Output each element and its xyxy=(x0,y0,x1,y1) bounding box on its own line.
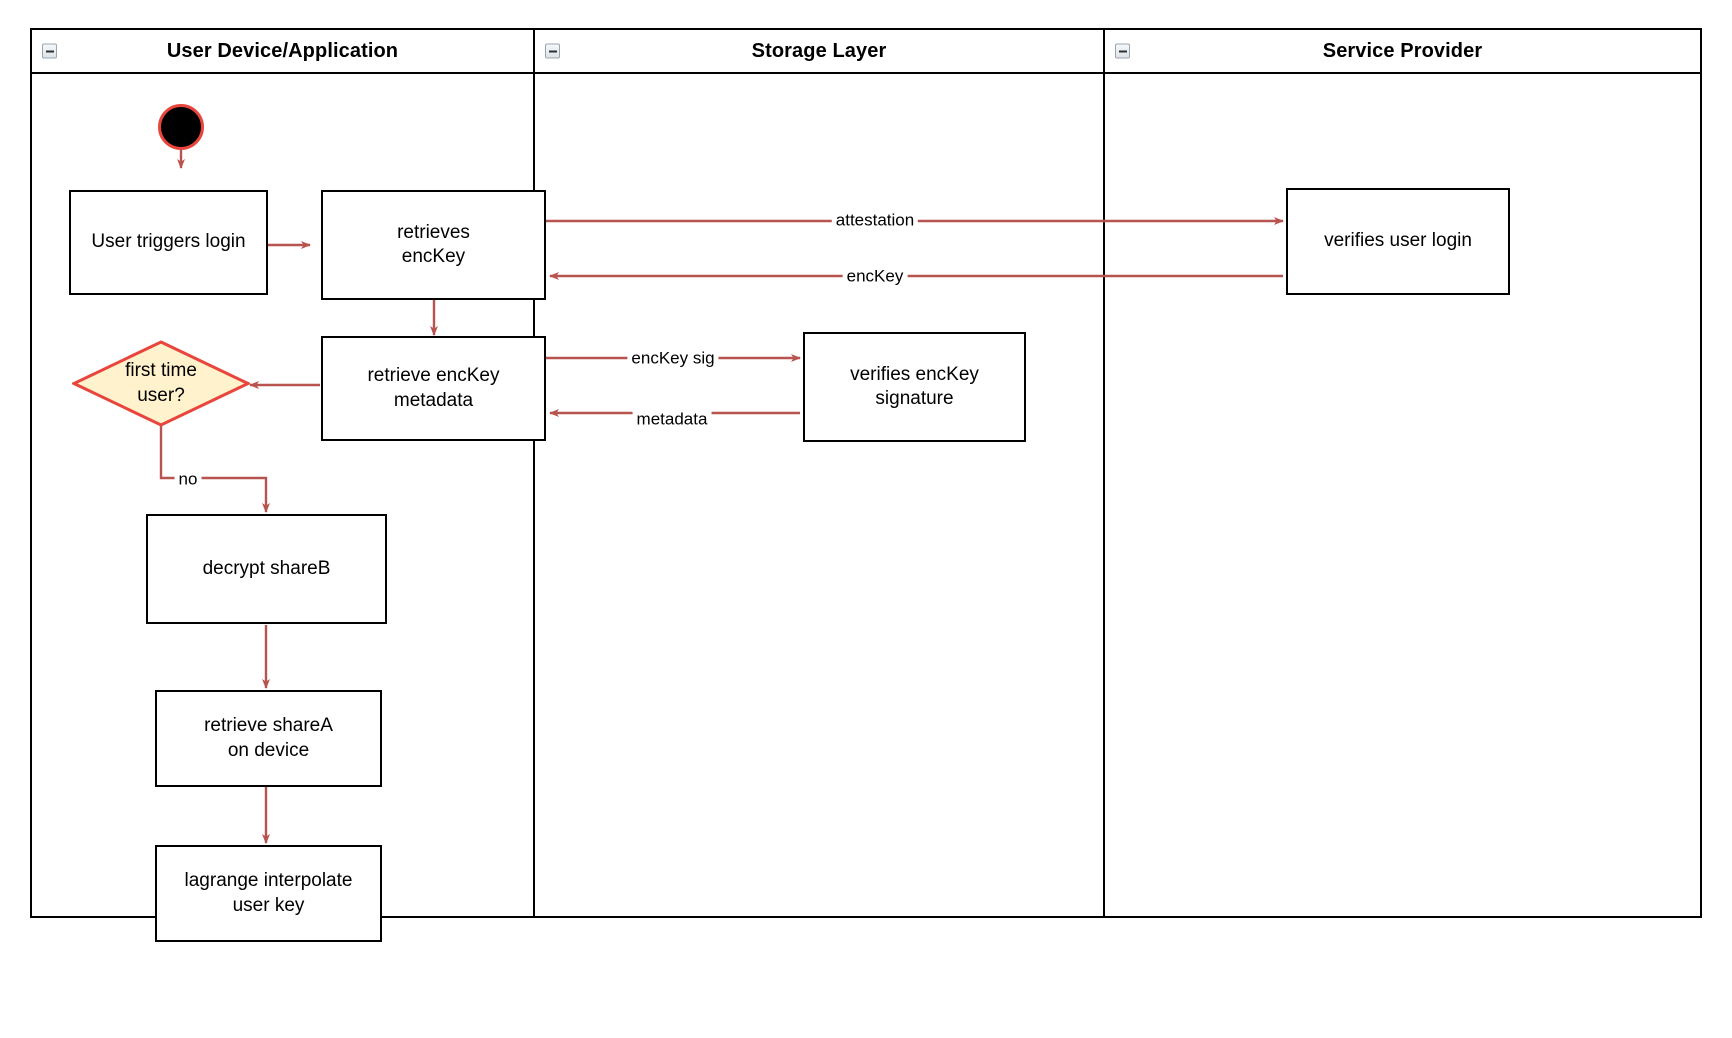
node-retrieve-sharea[interactable]: retrieve shareA on device xyxy=(155,690,382,787)
swimlane-title-storage-layer: Storage Layer xyxy=(751,39,887,62)
node-decrypt-shareb[interactable]: decrypt shareB xyxy=(146,514,387,624)
swimlane-header-user-device: User Device/Application xyxy=(32,30,533,74)
start-node[interactable] xyxy=(158,104,204,150)
edge-label-attestation: attestation xyxy=(831,211,919,229)
edge-label-metadata: metadata xyxy=(632,410,712,428)
node-retrieve-enckey-metadata[interactable]: retrieve encKey metadata xyxy=(321,336,546,441)
edge-label-enckey: encKey xyxy=(842,267,908,285)
swimlane-storage-layer[interactable]: Storage Layer xyxy=(533,30,1103,916)
swimlane-header-storage-layer: Storage Layer xyxy=(535,30,1103,74)
edge-label-no: no xyxy=(174,470,202,488)
swimlane-title-user-device: User Device/Application xyxy=(166,39,399,62)
node-user-triggers-login[interactable]: User triggers login xyxy=(69,190,268,295)
decision-label: first time user? xyxy=(125,360,197,406)
collapse-minus-icon[interactable] xyxy=(1115,43,1130,59)
collapse-minus-icon[interactable] xyxy=(545,43,560,59)
decision-diamond-shape xyxy=(72,340,250,427)
collapse-minus-icon[interactable] xyxy=(42,43,57,59)
node-verifies-enckey-signature[interactable]: verifies encKey signature xyxy=(803,332,1026,442)
edge-label-enckey-sig: encKey sig xyxy=(627,349,719,367)
swimlane-header-service-provider: Service Provider xyxy=(1105,30,1700,74)
node-verifies-user-login[interactable]: verifies user login xyxy=(1286,188,1510,295)
node-first-time-user-decision[interactable]: first time user? xyxy=(72,340,250,427)
swimlane-user-device[interactable]: User Device/Application xyxy=(32,30,533,916)
swimlane-title-service-provider: Service Provider xyxy=(1322,39,1483,62)
swimlane-service-provider[interactable]: Service Provider xyxy=(1103,30,1700,916)
node-retrieves-enckey[interactable]: retrieves encKey xyxy=(321,190,546,300)
node-lagrange-interpolate[interactable]: lagrange interpolate user key xyxy=(155,845,382,942)
